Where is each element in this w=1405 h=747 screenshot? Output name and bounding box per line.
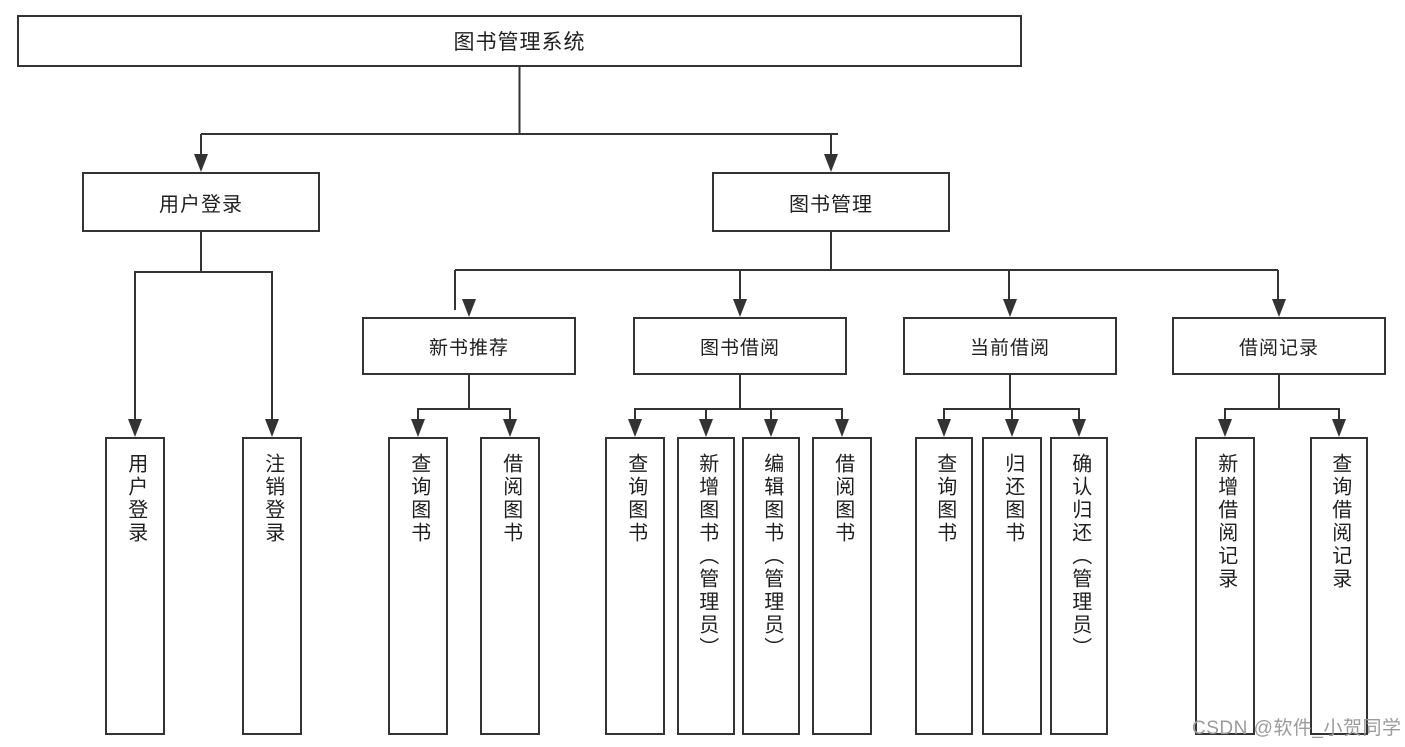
node-label-new-book-recommend: 新书推荐	[428, 337, 509, 359]
arrow-head-icon	[265, 419, 279, 437]
arrow-head-icon	[764, 419, 778, 437]
arrow-head-icon	[699, 419, 713, 437]
node-leaf-leaf-borrow-book-2[interactable]: 借阅图书	[812, 437, 872, 735]
node-level2-borrow-record[interactable]: 借阅记录	[1172, 317, 1386, 375]
arrow-head-icon	[1272, 299, 1286, 317]
node-label-book-manage: 图书管理	[789, 193, 873, 216]
node-label-leaf-confirm-return: 确认归还（管理员）	[1068, 453, 1091, 660]
node-label-leaf-return-book: 归还图书	[1001, 453, 1024, 545]
connector-line	[1279, 408, 1340, 430]
node-label-leaf-query-book-3: 查询图书	[933, 453, 956, 545]
node-leaf-leaf-edit-book[interactable]: 编辑图书（管理员）	[742, 437, 800, 735]
connector-line	[634, 375, 741, 430]
node-label-leaf-add-record: 新增借阅记录	[1214, 453, 1237, 591]
connector-line	[1010, 408, 1013, 430]
node-leaf-leaf-query-book-3[interactable]: 查询图书	[915, 437, 973, 735]
node-label-leaf-query-book-2: 查询图书	[624, 453, 647, 545]
node-level2-new-book-recommend[interactable]: 新书推荐	[362, 317, 576, 375]
node-leaf-leaf-borrow-book-1[interactable]: 借阅图书	[480, 437, 540, 735]
connector-line	[943, 375, 1011, 430]
node-label-book-borrow: 图书借阅	[699, 337, 780, 359]
connector-line	[134, 232, 202, 430]
node-leaf-leaf-confirm-return[interactable]: 确认归还（管理员）	[1050, 437, 1108, 735]
node-level2-current-borrow[interactable]: 当前借阅	[903, 317, 1117, 375]
node-leaf-leaf-query-record[interactable]: 查询借阅记录	[1310, 437, 1368, 735]
arrow-head-icon	[1072, 419, 1086, 437]
node-label-current-borrow: 当前借阅	[969, 337, 1050, 359]
connector-line	[740, 408, 843, 430]
arrow-head-icon	[733, 299, 747, 317]
node-label-leaf-borrow-book-1: 借阅图书	[499, 453, 522, 545]
csdn-watermark: CSDN @软件_小贺同学	[1192, 718, 1402, 739]
node-label-leaf-edit-book: 编辑图书（管理员）	[760, 453, 783, 660]
node-label-leaf-add-book: 新增图书（管理员）	[695, 453, 718, 660]
node-leaf-leaf-return-book[interactable]: 归还图书	[982, 437, 1042, 735]
node-label-leaf-query-book-1: 查询图书	[407, 453, 430, 545]
node-label-user-login: 用户登录	[159, 193, 243, 216]
connector-line	[417, 375, 470, 430]
node-leaf-leaf-query-book-1[interactable]: 查询图书	[388, 437, 448, 735]
node-leaf-leaf-user-logout[interactable]: 注销登录	[242, 437, 302, 735]
arrow-head-icon	[628, 419, 642, 437]
arrow-head-icon	[1005, 419, 1019, 437]
arrow-head-icon	[1003, 299, 1017, 317]
connector-line	[1224, 375, 1280, 430]
node-label-root: 图书管理系统	[453, 31, 586, 54]
arrow-head-icon	[194, 154, 208, 172]
node-level1-book-manage[interactable]: 图书管理	[712, 172, 950, 232]
node-label-leaf-user-logout: 注销登录	[261, 453, 284, 545]
connector-line	[469, 408, 511, 430]
node-label-leaf-borrow-book-2: 借阅图书	[831, 453, 854, 545]
arrow-head-icon	[824, 154, 838, 172]
connector-line	[705, 408, 740, 430]
arrow-head-icon	[1332, 419, 1346, 437]
node-leaf-leaf-query-book-2[interactable]: 查询图书	[605, 437, 665, 735]
node-leaf-leaf-add-book[interactable]: 新增图书（管理员）	[677, 437, 735, 735]
connector-line	[740, 408, 772, 430]
arrow-head-icon	[1218, 419, 1232, 437]
node-label-leaf-user-login: 用户登录	[124, 453, 147, 545]
node-leaf-leaf-add-record[interactable]: 新增借阅记录	[1195, 437, 1255, 735]
arrow-head-icon	[835, 419, 849, 437]
connector-line	[1010, 408, 1080, 430]
arrow-head-icon	[411, 419, 425, 437]
node-label-leaf-query-record: 查询借阅记录	[1328, 453, 1351, 591]
arrow-head-icon	[462, 299, 476, 317]
node-leaf-leaf-user-login[interactable]: 用户登录	[105, 437, 165, 735]
node-level1-user-login[interactable]: 用户登录	[82, 172, 320, 232]
arrow-head-icon	[937, 419, 951, 437]
node-level2-book-borrow[interactable]: 图书借阅	[633, 317, 847, 375]
node-label-borrow-record: 借阅记录	[1238, 337, 1319, 359]
arrow-head-icon	[503, 419, 517, 437]
connector-line	[201, 271, 273, 430]
node-root-root[interactable]: 图书管理系统	[17, 15, 1022, 67]
arrow-head-icon	[128, 419, 142, 437]
